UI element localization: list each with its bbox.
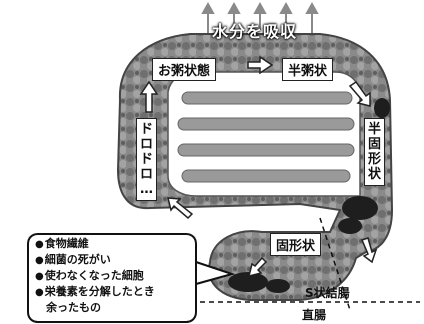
stage-label-dorodoro: ドロドロ… xyxy=(136,118,157,201)
stage-label-hankokei: 半固形状 xyxy=(364,118,385,186)
note-item: 使わなくなった細胞 xyxy=(35,268,196,284)
note-item: 栄養素を分解したとき xyxy=(35,284,196,300)
intestine-folds xyxy=(177,91,355,183)
section-dividers xyxy=(200,217,420,311)
note-item-continued: 余ったもの xyxy=(46,301,101,314)
note-list: 食物繊維 細菌の死がい 使わなくなった細胞 栄養素を分解したとき 余ったもの xyxy=(28,232,196,316)
stage-label-kokei: 固形状 xyxy=(270,233,322,256)
note-bubble: 食物繊維 細菌の死がい 使わなくなった細胞 栄養素を分解したとき 余ったもの xyxy=(28,232,196,322)
stool-masses xyxy=(228,98,390,293)
flow-arrows xyxy=(139,55,378,278)
absorption-arrows xyxy=(201,1,319,38)
absorption-title: 水分を吸収 xyxy=(212,22,298,41)
rectum-label: 直腸 xyxy=(302,308,327,322)
stage-label-okayu: お粥状態 xyxy=(152,58,217,81)
sigmoid-colon-label: S状結腸 xyxy=(305,286,350,300)
note-item: 細菌の死がい xyxy=(35,252,196,268)
stage-label-hangayu: 半粥状 xyxy=(282,58,334,81)
note-item: 食物繊維 xyxy=(35,236,196,252)
